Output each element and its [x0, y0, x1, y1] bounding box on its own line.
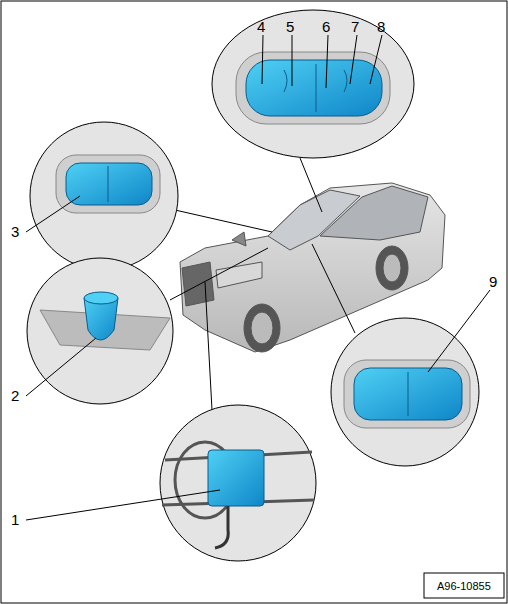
callout-number: 6: [322, 19, 330, 35]
callout-number: 4: [257, 19, 265, 35]
callout-number: 5: [286, 19, 294, 35]
callout-number: 8: [377, 19, 385, 35]
callout-number: 2: [11, 388, 19, 404]
callout-number: 3: [11, 224, 19, 240]
callout-number: 9: [489, 274, 497, 290]
callout-number: 1: [11, 512, 19, 528]
callout-number: 7: [351, 19, 359, 35]
figure-code: A96-10855: [437, 580, 491, 592]
